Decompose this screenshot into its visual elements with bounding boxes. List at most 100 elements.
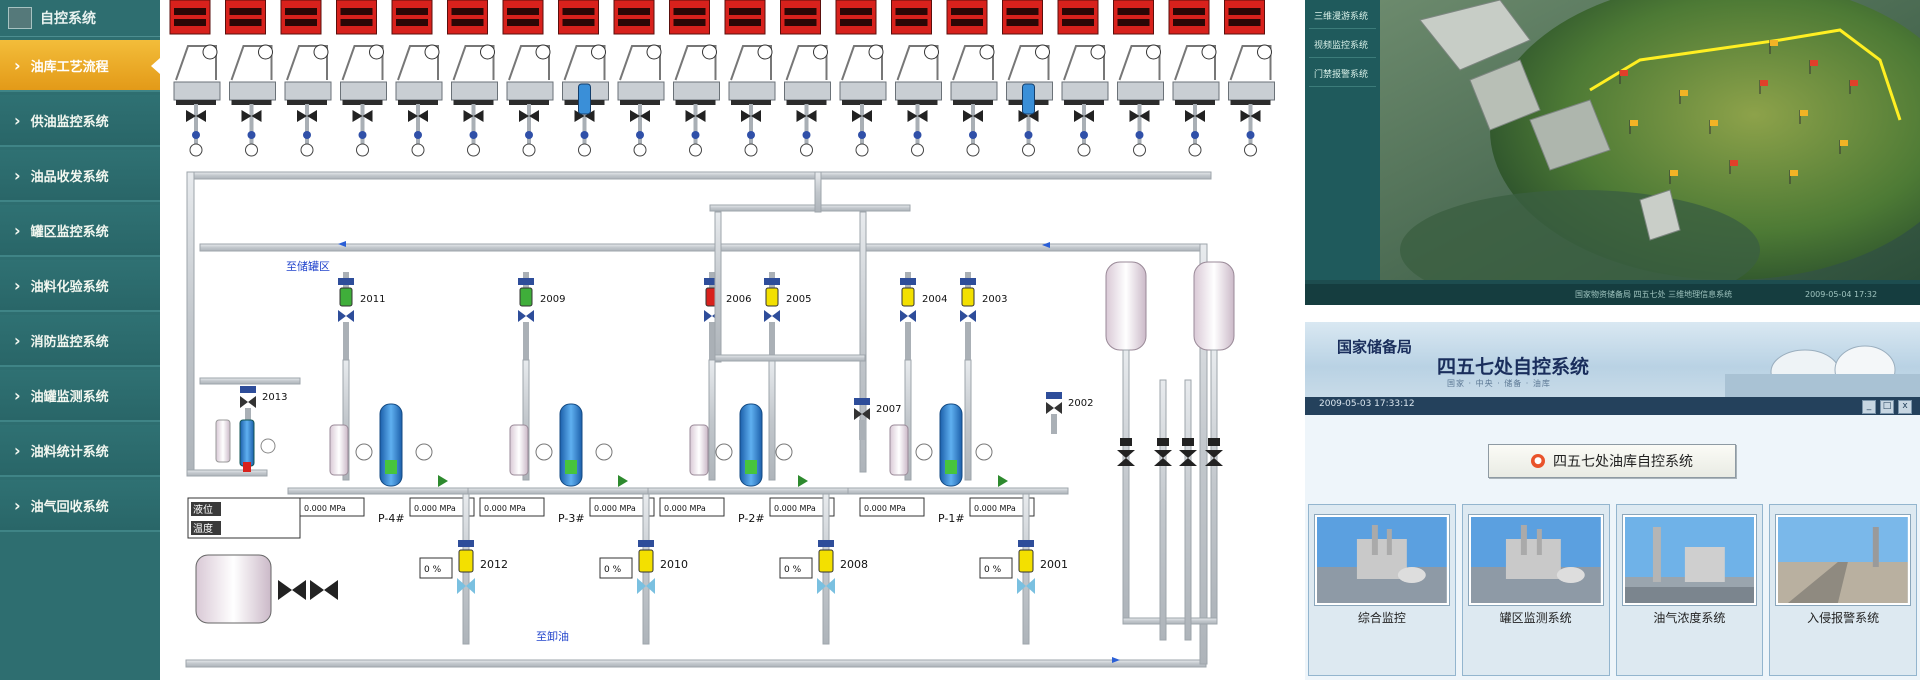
nav-item-tank-area[interactable]: › 罐区监控系统 [0,205,160,257]
nav-item-statistics[interactable]: › 油料统计系统 [0,425,160,477]
upper-valve-group: 2011 2009 2006 2005 2004 2003 [338,211,1007,481]
map-menu-item[interactable]: 三维漫游系统 [1309,6,1376,29]
nav-item-lab[interactable]: › 油料化验系统 [0,260,160,312]
alarm-indicator [1113,0,1154,35]
valve-icon[interactable] [278,580,292,600]
module-card-tank-monitor[interactable]: 罐区监测系统 [1461,504,1610,676]
chevron-right-icon: › [14,385,21,405]
tank-unit[interactable] [1002,0,1053,157]
valve-icon[interactable] [292,580,306,600]
tank-unit[interactable] [280,0,332,157]
module-card-vapor-concentration[interactable]: 油气浓度系统 [1615,504,1764,676]
nav-item-send-receive[interactable]: › 油品收发系统 [0,150,160,202]
valve-icon[interactable] [1205,458,1223,466]
minimize-button[interactable]: _ [1862,400,1876,414]
tank-unit[interactable] [835,0,887,157]
valve-icon[interactable] [1117,450,1135,458]
map-marker-icon[interactable] [1680,90,1688,96]
tank-unit[interactable] [1057,0,1109,157]
flow-arrow-icon [1112,657,1120,663]
left-storage-tank: 液位 温度 [187,419,301,624]
valve-icon[interactable] [1179,458,1197,466]
valve-actuator-icon[interactable] [1018,549,1034,573]
gauge-icon [1077,143,1091,157]
map-marker-icon[interactable] [1810,60,1818,66]
valve-2003[interactable]: 2003 [960,272,1007,362]
valve-icon[interactable] [1117,458,1135,466]
map-marker-icon[interactable] [1770,40,1778,46]
tank-unit[interactable] [780,0,831,157]
tank-unit[interactable] [669,0,720,157]
gauge-icon [258,44,273,60]
tank-unit[interactable] [1224,0,1275,157]
tank-unit[interactable] [169,0,221,157]
valve-icon[interactable] [1205,450,1223,458]
tank-unit[interactable] [1113,0,1164,157]
map-marker-icon[interactable] [1710,120,1718,126]
tank-unit[interactable] [724,0,776,157]
valve-2005[interactable]: 2005 [764,272,811,362]
valve-icon[interactable] [1154,458,1172,466]
map-marker-icon[interactable] [1800,110,1808,116]
filter-tank [329,424,349,476]
flow-arrow-icon [338,241,346,247]
nav-item-tank-monitor[interactable]: › 油罐监测系统 [0,370,160,422]
svg-text:0.000 MPa: 0.000 MPa [864,504,906,513]
pressure-readout [659,497,725,517]
tank-unit[interactable] [613,0,665,157]
valve-2007[interactable]: 2007 [854,398,901,440]
tank-unit[interactable] [391,0,443,157]
valve-icon[interactable] [1179,450,1197,458]
tank-unit[interactable] [1168,0,1220,157]
map-menu-item[interactable]: 视频监控系统 [1309,35,1376,58]
terrain-3d-view[interactable] [1380,0,1920,280]
maximize-button[interactable]: □ [1880,400,1894,414]
nav-item-vapor-recovery[interactable]: › 油气回收系统 [0,480,160,532]
valve-2011[interactable]: 2011 [338,272,385,362]
map-marker-icon[interactable] [1760,80,1768,86]
module-card-integrated[interactable]: 综合监控 [1308,504,1456,676]
tank-unit[interactable] [502,0,554,157]
valve-actuator-icon[interactable] [638,549,654,573]
valve-2002[interactable]: 2002 [1046,392,1093,434]
valve-icon[interactable] [310,580,324,600]
tank-unit[interactable] [447,0,498,157]
map-marker-icon[interactable] [1840,140,1848,146]
nav-item-fire[interactable]: › 消防监控系统 [0,315,160,367]
map-marker-icon[interactable] [1630,120,1638,126]
valve-tag: 2005 [786,294,811,305]
pump-label: P-3# [558,512,585,525]
map-marker-icon[interactable] [1670,170,1678,176]
tank-unit[interactable] [891,0,942,157]
nav-item-process-flow[interactable]: › 油库工艺流程 [0,40,160,92]
tank-unit[interactable] [558,0,609,157]
valve-actuator-icon[interactable] [818,549,834,573]
valve-2004[interactable]: 2004 [900,272,947,362]
map-menu-item[interactable]: 门禁报警系统 [1309,64,1376,87]
header-pipe [186,171,1212,180]
map-marker-icon[interactable] [1730,160,1738,166]
close-button[interactable]: x [1898,400,1912,414]
valve-icon[interactable] [324,580,338,600]
tank-unit[interactable] [336,0,387,157]
valve-icon[interactable] [1154,450,1172,458]
valve-2009[interactable]: 2009 [518,272,565,362]
map-marker-icon[interactable] [1790,170,1798,176]
valve-2013[interactable]: 2013 [240,386,287,428]
open-control-system-button[interactable]: ● 四五七处油库自控系统 [1488,444,1736,478]
gauge-icon [300,143,314,157]
valve-actuator-icon[interactable] [458,549,474,573]
tank-unit[interactable] [946,0,998,157]
module-card-intrusion-alarm[interactable]: 入侵报警系统 [1769,504,1917,676]
tank-unit[interactable] [225,0,276,157]
nav-item-label: 油料化验系统 [30,279,109,295]
nav-item-supply-monitor[interactable]: › 供油监控系统 [0,95,160,147]
valve-icon [307,110,317,122]
check-valve-icon [998,475,1008,487]
map-marker-icon[interactable] [1620,70,1628,76]
map-marker-icon[interactable] [1850,80,1858,86]
valve-2006[interactable]: 2006 [704,272,751,362]
sidebar-header: 自控系统 [0,0,160,37]
